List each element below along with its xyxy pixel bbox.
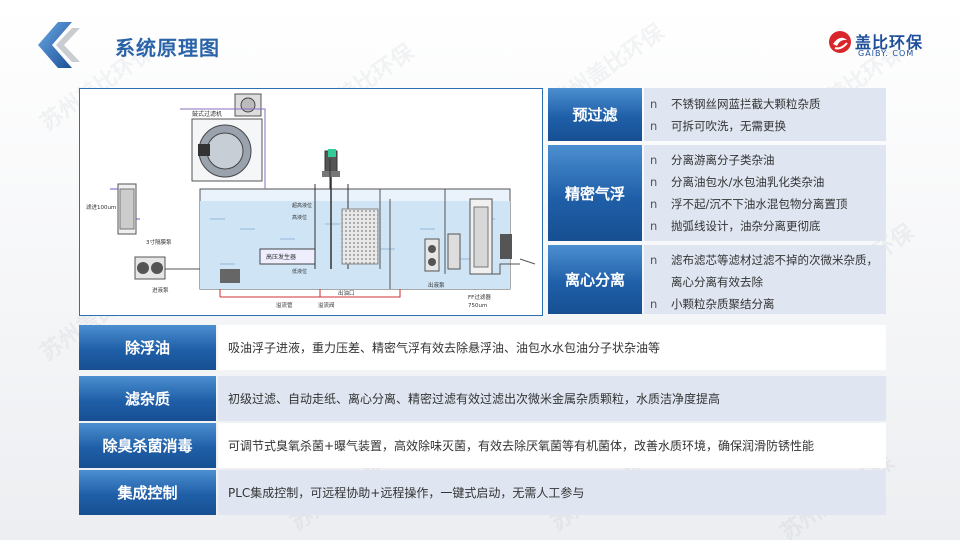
header: 系统原理图 盖比环保 GAIBY. COM [0, 0, 960, 80]
pipe-label: 溢流管 [276, 301, 293, 309]
row-text: 吸油浮子进液，重力压差、精密气浮有效去除悬浮油、油包水水包油分子状杂油等 [218, 325, 886, 370]
drain-valve-label: 溢流阀 [318, 301, 335, 309]
bullet-marker: n [650, 175, 658, 189]
bullet-marker: n [650, 153, 658, 167]
bullet-marker: n [650, 97, 658, 111]
row-text: 可调节式臭氧杀菌+曝气装置，高效除味灭菌，有效去除厌氧菌等有机菌体，改善水质环境… [218, 423, 886, 468]
logo-domain: GAIBY. COM [858, 49, 915, 58]
chevron-left-icon [38, 22, 80, 68]
outlet-pump-label: 出液泵 [428, 281, 445, 289]
pressure-gen-label: 高压发生器 [266, 253, 296, 261]
brand-logo: 盖比环保 GAIBY. COM [828, 28, 938, 62]
system-schematic: 鼓式过滤机 滤进100um 3寸隔膜泵 进液泵 高压发生器 [86, 93, 536, 309]
fine-filter-spec: 750um [468, 303, 487, 309]
bullet-marker: n [650, 119, 658, 133]
logo-icon [829, 31, 851, 53]
bullet-marker: n [650, 197, 658, 211]
bullet-marker: n [650, 219, 658, 233]
table-row: 滤杂质 初级过滤、自动走纸、离心分离、精密过滤有效过滤出次微米金属杂质颗粒，水质… [79, 376, 886, 421]
bullet-marker: n [650, 297, 658, 311]
row-label: 集成控制 [79, 470, 216, 515]
level-high-label: 高液位 [292, 214, 307, 221]
row-label: 滤杂质 [79, 376, 216, 421]
table-row: 除臭杀菌消毒 可调节式臭氧杀菌+曝气装置，高效除味灭菌，有效去除厌氧菌等有机菌体… [79, 423, 886, 468]
row-label: 除臭杀菌消毒 [79, 423, 216, 468]
table-row: 除浮油 吸油浮子进液，重力压差、精密气浮有效去除悬浮油、油包水水包油分子状杂油等 [79, 325, 886, 370]
outlet-label: 出油口 [338, 289, 355, 297]
inlet-filter-label: 滤进100um [86, 203, 116, 211]
row-text: 初级过滤、自动走纸、离心分离、精密过滤有效过滤出次微米金属杂质颗粒，水质洁净度提… [218, 376, 886, 421]
page-title: 系统原理图 [115, 36, 220, 60]
row-text: PLC集成控制，可远程协助+远程操作，一键式启动，无需人工参与 [218, 470, 886, 515]
level-low-label: 低液位 [292, 268, 307, 275]
feature-label: 预过滤 [548, 88, 642, 141]
feature-label: 离心分离 [548, 245, 642, 314]
fine-filter-label: FF过滤器 [468, 293, 491, 301]
feature-label: 精密气浮 [548, 145, 642, 241]
level-high-high-label: 超高液位 [292, 202, 312, 209]
row-label: 除浮油 [79, 325, 216, 370]
drum-filter-label: 鼓式过滤机 [192, 110, 222, 118]
valve-label: 3寸隔膜泵 [146, 238, 172, 246]
bullet-marker: n [650, 253, 658, 267]
inlet-pump-label: 进液泵 [152, 286, 169, 294]
logo-text: 盖比环保 [855, 33, 924, 52]
table-row: 集成控制 PLC集成控制，可远程协助+远程操作，一键式启动，无需人工参与 [79, 470, 886, 515]
system-diagram: 鼓式过滤机 滤进100um 3寸隔膜泵 进液泵 高压发生器 [79, 88, 543, 316]
